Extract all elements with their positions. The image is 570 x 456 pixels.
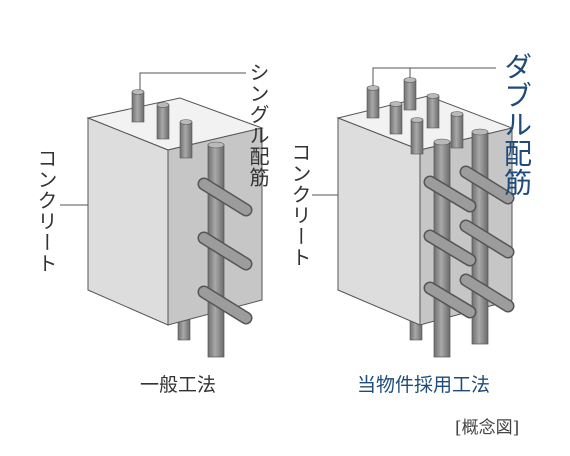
double-rebar-figure bbox=[312, 67, 515, 358]
concept-note: [概念図] bbox=[455, 418, 520, 438]
concrete-block-front bbox=[337, 117, 421, 326]
right-rebar-label: ダブル配筋 bbox=[500, 52, 533, 197]
rebar-leader-line bbox=[139, 72, 246, 90]
rebar-ties bbox=[197, 177, 253, 325]
left-caption: 一般工法 bbox=[140, 374, 217, 396]
rebar-ties bbox=[423, 165, 515, 319]
left-rebar-label: シングル配筋 bbox=[246, 62, 270, 188]
right-concrete-label: コンクリート bbox=[288, 142, 312, 268]
single-rebar-figure bbox=[60, 72, 264, 358]
concrete-block-front bbox=[87, 117, 169, 326]
rebar-leader-line bbox=[372, 67, 496, 86]
left-concrete-label: コンクリート bbox=[34, 148, 58, 274]
right-caption: 当物件採用工法 bbox=[357, 374, 491, 396]
rebar-tops bbox=[366, 77, 464, 155]
rebar-tops bbox=[131, 89, 193, 159]
